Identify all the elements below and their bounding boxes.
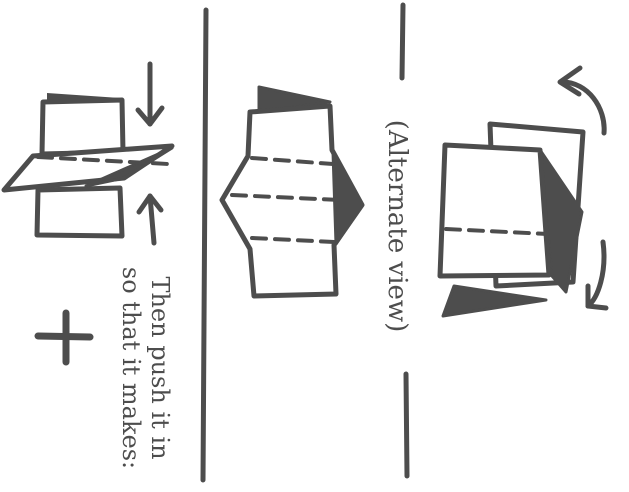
instruction-text: Then push it in so that it makes: (117, 267, 174, 469)
alternate-view-figure (437, 121, 586, 318)
rotate-arrow-icon (585, 239, 609, 311)
plus-icon (34, 309, 94, 366)
divider-right-bottom (403, 371, 410, 479)
pushed-book-figure (1, 93, 175, 239)
instruction-line-2: so that it makes: (117, 267, 145, 469)
alternate-view-label: (Alternate view) (382, 120, 412, 333)
divider-left (200, 7, 209, 483)
folded-book-figure (219, 85, 365, 299)
arrow-up-icon (136, 193, 164, 246)
arrow-down-icon (135, 61, 165, 127)
rotate-arrow-icon (557, 65, 607, 136)
instruction-line-1: Then push it in (146, 276, 174, 459)
divider-right-top (399, 2, 406, 81)
